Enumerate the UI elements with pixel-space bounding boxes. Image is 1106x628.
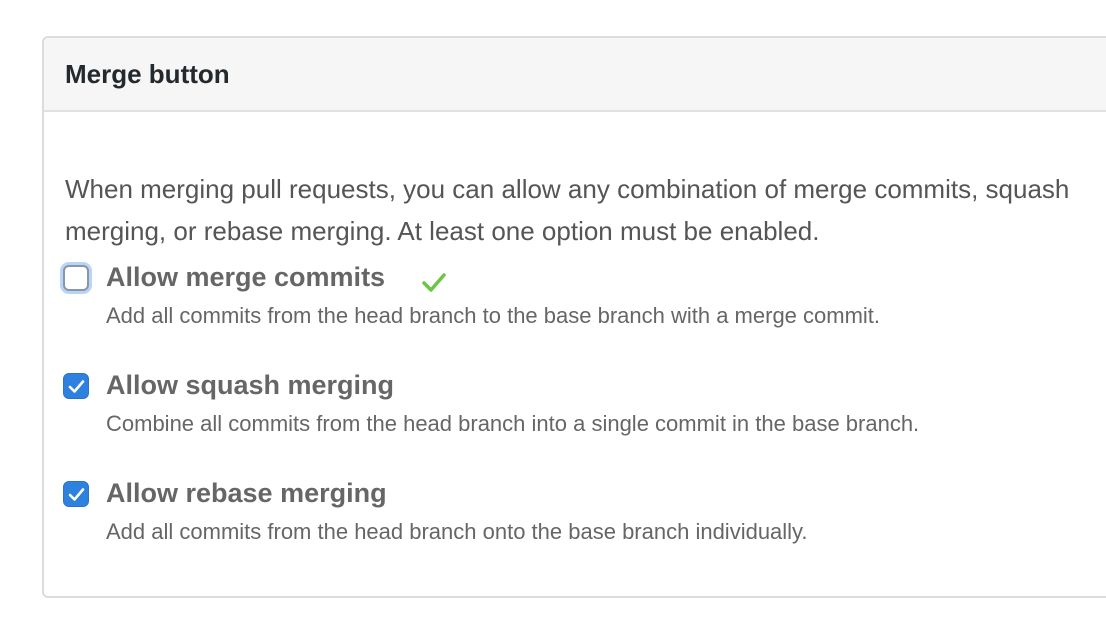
squash-merging-label[interactable]: Allow squash merging — [106, 370, 395, 400]
checkmark-icon — [68, 488, 85, 501]
squash-merging-note: Combine all commits from the head branch… — [106, 411, 920, 436]
rebase-merging-checkbox[interactable] — [63, 481, 89, 507]
panel-description: When merging pull requests, you can allo… — [65, 174, 1070, 246]
merge-commits-note: Add all commits from the head branch to … — [106, 303, 881, 328]
merge-button-settings-panel: Merge button When merging pull requests,… — [42, 36, 1106, 598]
rebase-merging-label[interactable]: Allow rebase merging — [106, 478, 387, 508]
panel-header: Merge button — [44, 38, 1106, 112]
merge-commits-label[interactable]: Allow merge commits — [106, 262, 386, 292]
check-icon — [421, 271, 447, 298]
panel-title: Merge button — [65, 59, 230, 89]
rebase-merging-note: Add all commits from the head branch ont… — [106, 519, 808, 544]
squash-merging-checkbox[interactable] — [63, 373, 89, 399]
checkmark-icon — [68, 380, 85, 393]
merge-commits-checkbox[interactable] — [63, 265, 89, 291]
